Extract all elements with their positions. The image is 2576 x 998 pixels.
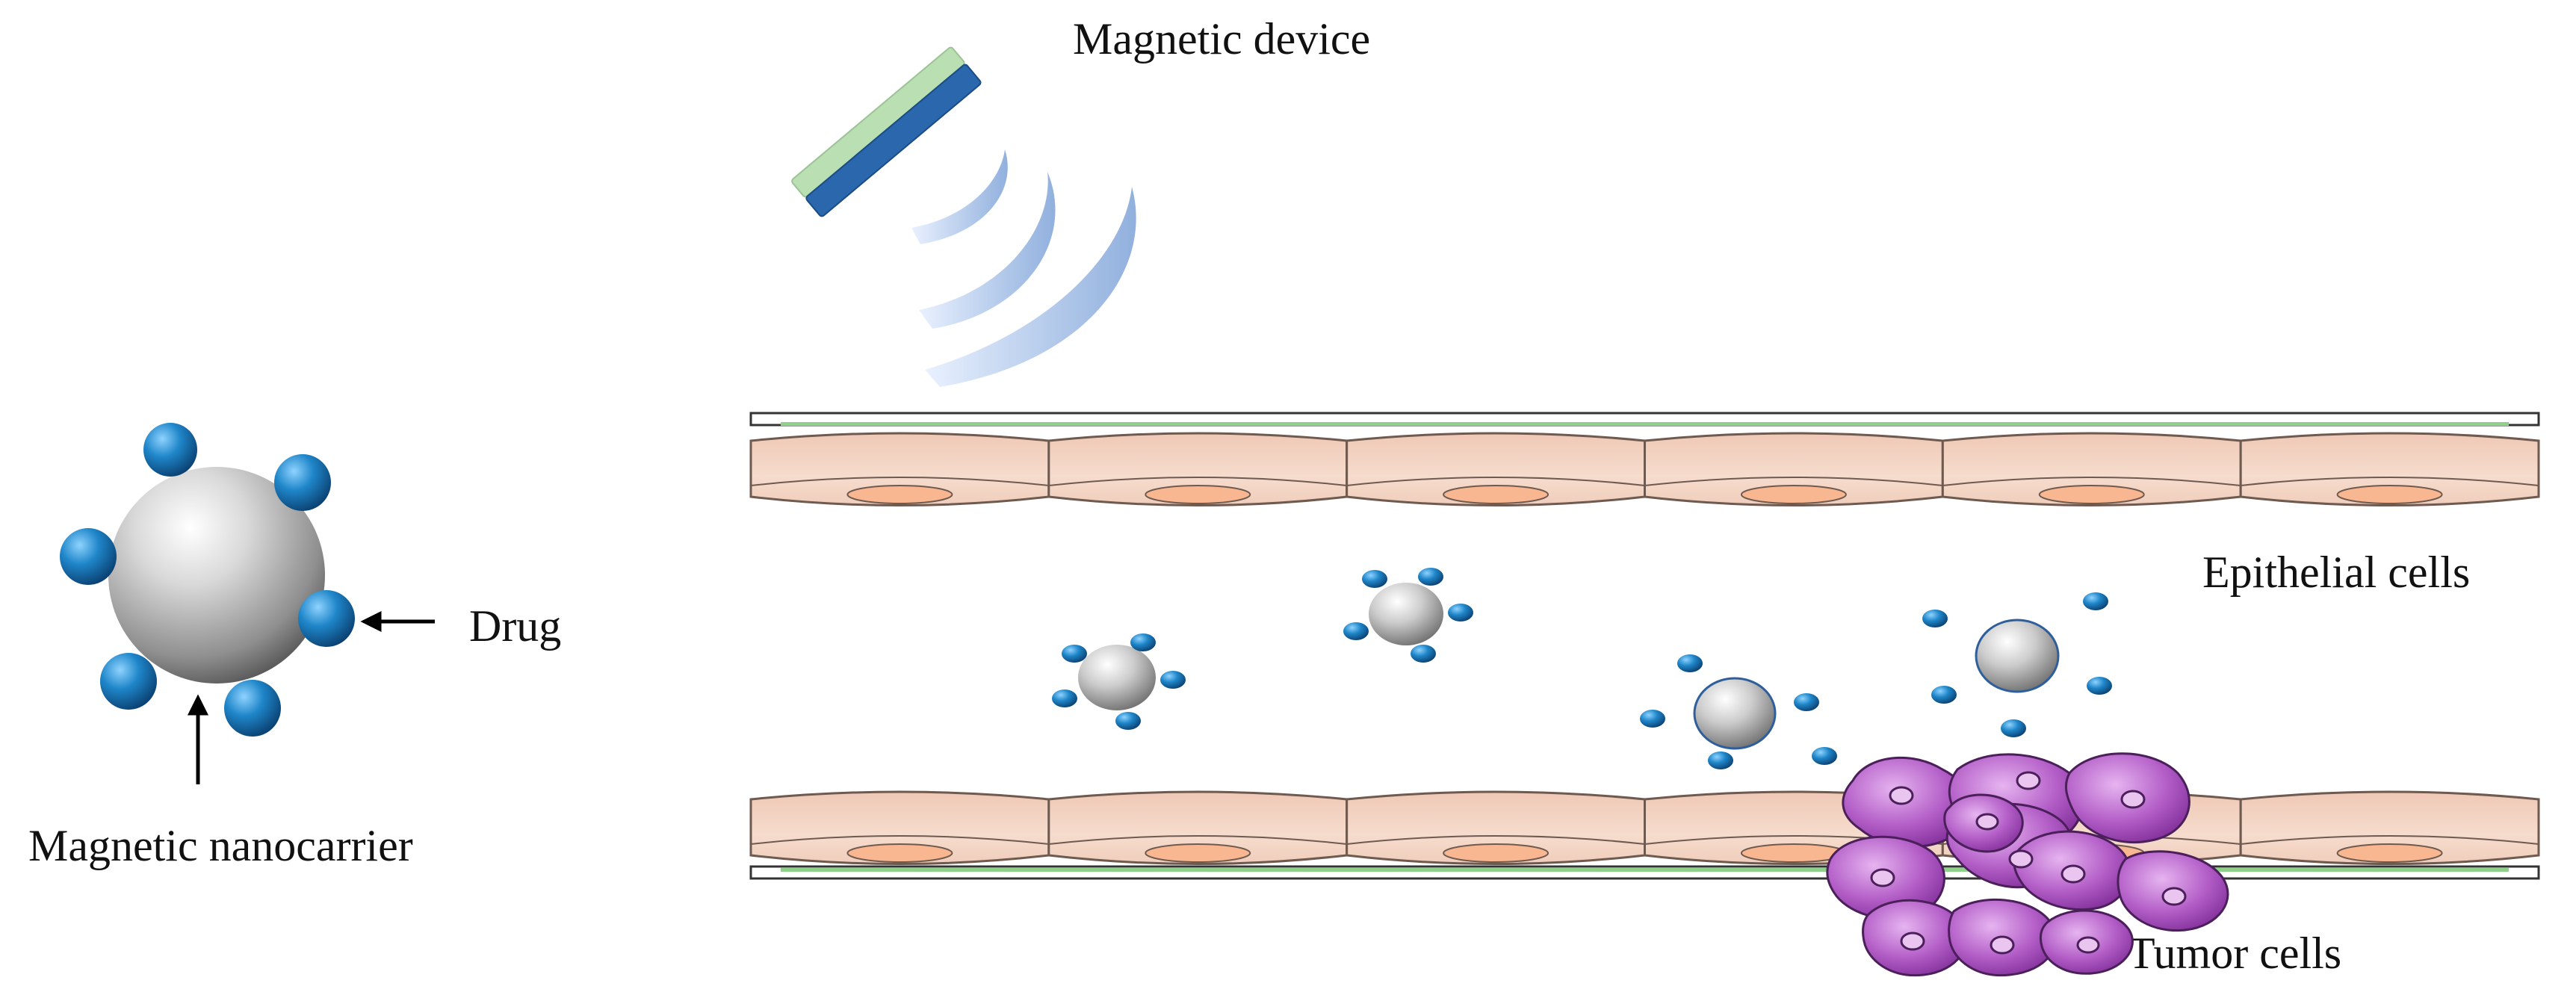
magnetic-nanocarrier-label: Magnetic nanocarrier <box>28 821 413 870</box>
epithelial-cell <box>2239 432 2540 506</box>
floating-nanocarrier-1 <box>1052 633 1186 730</box>
nanocarrier-arrow <box>187 694 209 784</box>
epithelial-cell <box>1346 432 1646 506</box>
cell-nucleus <box>1740 485 1847 504</box>
epithelial-cell <box>1941 432 2242 506</box>
epithelial-cell <box>1047 432 1349 506</box>
epithelial-cells-label: Epithelial cells <box>2202 548 2470 597</box>
cell-nucleus <box>846 843 953 863</box>
cell-nucleus <box>846 485 953 504</box>
lower-epithelial-layer <box>749 790 2540 880</box>
magnetic-nanocarrier-icon <box>60 423 355 737</box>
floating-nanocarrier-3 <box>1640 654 1837 769</box>
floating-nanocarrier-2 <box>1343 568 1473 663</box>
epithelial-cell <box>749 432 1050 506</box>
epithelial-cell <box>1047 790 1349 865</box>
epithelial-cell <box>2239 790 2540 865</box>
membrane-green-line <box>781 868 2509 872</box>
cell-nucleus <box>1443 485 1549 504</box>
tumor-cell-cluster-icon <box>1826 752 2229 977</box>
epithelial-cell <box>1346 790 1646 865</box>
magnetic-device-label: Magnetic device <box>1073 14 1370 63</box>
floating-nanocarrier-4 <box>1922 592 2112 737</box>
drug-arrow <box>360 610 435 633</box>
upper-epithelial-layer <box>749 412 2540 506</box>
cell-nucleus <box>2336 843 2443 863</box>
cell-nucleus <box>1443 843 1549 863</box>
magnetic-wave-icon <box>911 149 1136 387</box>
cell-nucleus <box>1145 485 1251 504</box>
cell-nucleus <box>1145 843 1251 863</box>
drug-label: Drug <box>469 601 561 651</box>
epithelial-cell <box>1644 432 1944 506</box>
membrane-green-line <box>781 422 2509 426</box>
magnet-device-icon <box>791 46 982 217</box>
cell-nucleus <box>2336 485 2443 504</box>
epithelial-cell <box>749 790 1050 865</box>
cell-nucleus <box>2038 485 2145 504</box>
tumor-cells-label: Tumor cells <box>2128 929 2341 978</box>
